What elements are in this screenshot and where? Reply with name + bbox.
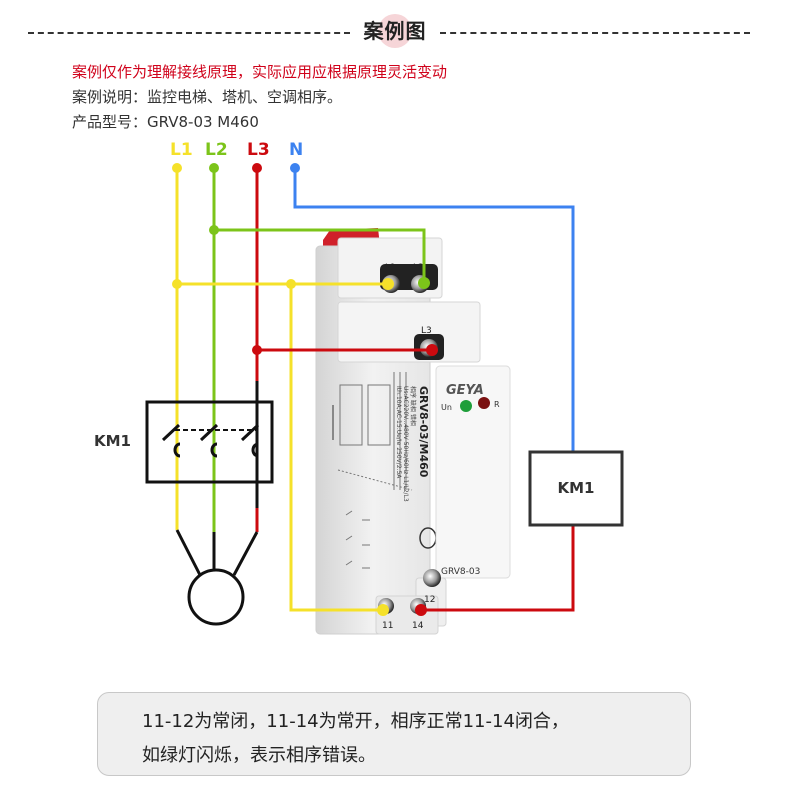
contactor-label: KM1 — [94, 432, 131, 450]
product-model: 产品型号：GRV8-03 M460 — [72, 113, 259, 131]
phase-sequence-relay: GRV8-03/M460 相序 缺相 错相 Us:AC220V...480V 5… — [315, 228, 511, 635]
brand-logo: GEYA — [446, 383, 484, 398]
junction-l1-b — [286, 279, 296, 289]
terminal-dot-l1 — [172, 163, 182, 173]
terminal-dot-l3 — [252, 163, 262, 173]
contactor-switches — [161, 423, 260, 458]
motor-lead-1 — [175, 529, 202, 576]
switch-terminal-2 — [210, 442, 218, 458]
terminal-dot-l2 — [209, 163, 219, 173]
relay-spec-line-1: 相序 缺相 错相 — [409, 386, 417, 426]
note-line-2: 如绿灯闪烁，表示相序错误。 — [142, 745, 376, 766]
note-line-1: 11-12为常闭，11-14为常开，相序正常11-14闭合， — [142, 711, 569, 732]
connection-terminal-14 — [415, 604, 427, 616]
contactor-box — [145, 400, 274, 484]
switch-terminal-1 — [173, 442, 181, 458]
relay-spec-line-2: Us:AC220V...480V 50Hz/60Hz L1/L2/L3 — [402, 386, 409, 502]
phase-label-l3: L3 — [247, 140, 270, 160]
terminal-label-12: 12 — [424, 595, 435, 605]
junction-dots — [172, 163, 438, 616]
relay-side-label: GRV8-03/M460 相序 缺相 错相 Us:AC220V...480V 5… — [395, 386, 430, 502]
km1-coil-box — [528, 450, 624, 527]
terminal-label-14: 14 — [412, 621, 424, 631]
switch-terminal-3 — [251, 442, 259, 458]
junction-l2 — [209, 225, 219, 235]
note-box: 11-12为常闭，11-14为常开，相序正常11-14闭合， 如绿灯闪烁，表示相… — [97, 692, 691, 776]
km1-contactor — [145, 400, 274, 484]
coil-label: KM1 — [557, 479, 595, 497]
header-title-decoration — [378, 14, 412, 48]
case-description: 案例说明：监控电梯、塔机、空调相序。 — [72, 88, 343, 106]
warning-text: 案例仅作为理解接线原理，实际应用应根据原理灵活变动 — [72, 63, 448, 81]
phase-label-l2: L2 — [205, 140, 228, 160]
relay-side-schematic — [337, 372, 413, 569]
wire-l1-to-terminal-11 — [289, 284, 383, 612]
header-divider-right — [440, 32, 750, 34]
terminal-label-11: 11 — [382, 621, 393, 631]
relay-mid-terminal-block — [337, 301, 481, 363]
led-r-label: R — [494, 400, 500, 409]
junction-l1-a — [172, 279, 182, 289]
motor-symbol — [187, 568, 245, 626]
relay-spec-line-3: Ith:10A;AC-15:Ue/Ie 250V/2.5A — [395, 386, 402, 479]
relay-front-panel — [435, 365, 511, 579]
terminal-dot-n — [290, 163, 300, 173]
header-divider-left — [28, 32, 350, 34]
terminal-label-l1: L1 — [385, 263, 396, 273]
section-title: 案例图 — [363, 19, 427, 43]
phase-label-n: N — [289, 140, 304, 160]
connection-l2-terminal — [418, 277, 430, 289]
led-un-indicator — [460, 400, 472, 412]
switch-contact-2 — [199, 423, 219, 442]
junction-l3 — [252, 345, 262, 355]
motor-lead-3 — [232, 531, 259, 576]
relay-front-model: GRV8-03 — [441, 567, 480, 577]
led-r-indicator — [478, 397, 490, 409]
motor — [175, 529, 259, 626]
intro-text: 案例仅作为理解接线原理，实际应用应根据原理灵活变动 案例说明：监控电梯、塔机、空… — [72, 60, 447, 135]
terminal-label-l3: L3 — [421, 326, 432, 336]
wiring-diagram: GRV8-03/M460 相序 缺相 错相 Us:AC220V...480V 5… — [145, 163, 624, 635]
connection-l3-terminal — [426, 344, 438, 356]
connection-l1-terminal — [382, 278, 394, 290]
wire-14-to-coil — [421, 525, 575, 612]
led-un-label: Un — [441, 403, 452, 412]
wire-n-to-coil — [293, 168, 575, 452]
relay-side-model: GRV8-03/M460 — [417, 386, 430, 478]
phase-label-l1: L1 — [170, 140, 193, 160]
terminal-label-l2: L2 — [413, 263, 424, 273]
terminal-screw-12 — [423, 569, 441, 587]
wire-l2-to-relay — [214, 228, 426, 283]
connection-terminal-11 — [377, 604, 389, 616]
section-header: 案例图 — [0, 8, 790, 48]
wires — [175, 168, 575, 612]
switch-contact-3 — [240, 423, 260, 442]
switch-contact-1 — [161, 423, 181, 442]
